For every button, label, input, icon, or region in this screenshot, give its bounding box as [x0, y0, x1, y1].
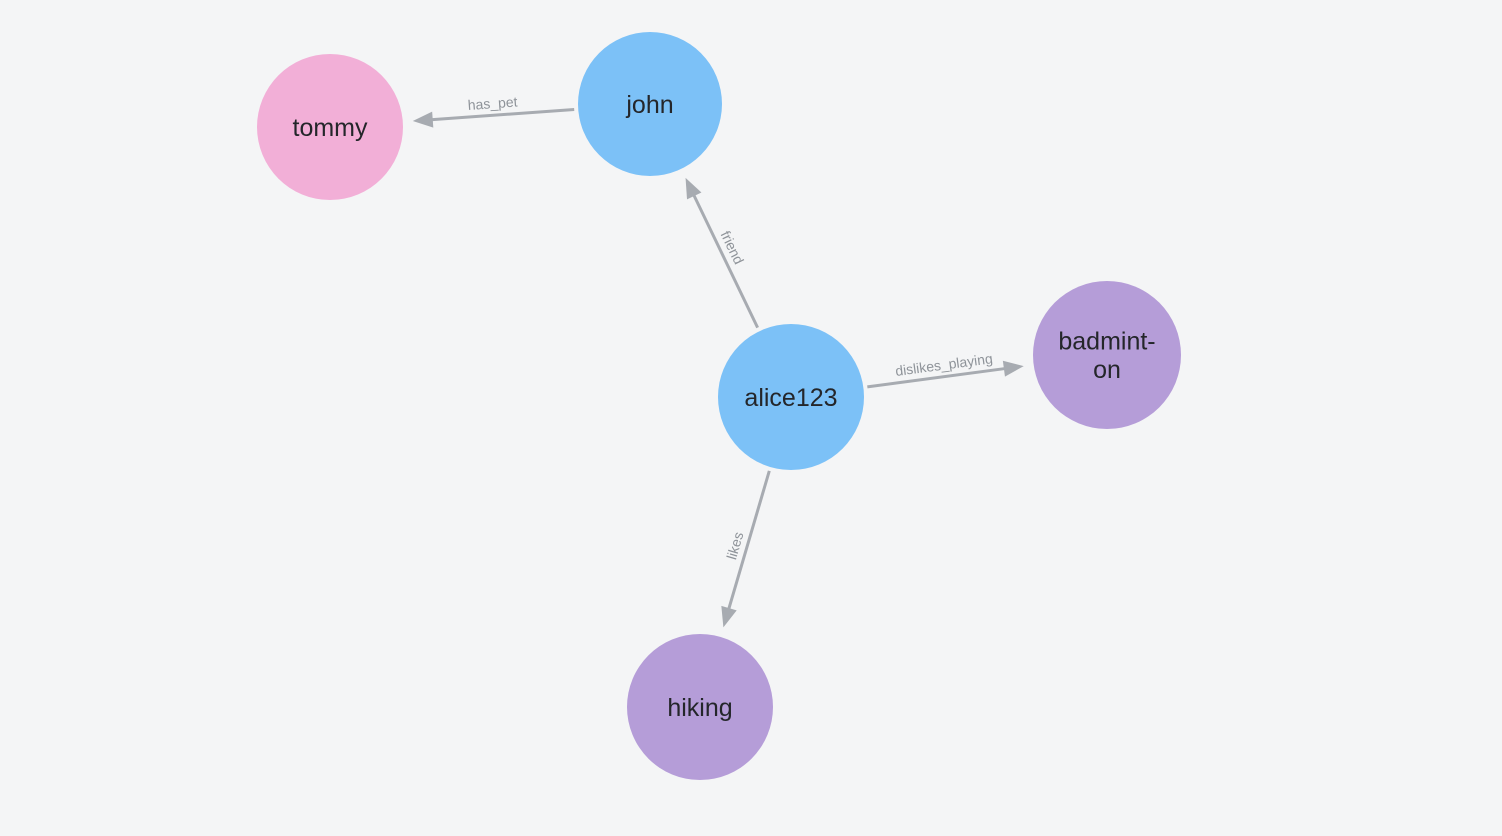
edge-line[interactable] [430, 107, 575, 122]
edge-alice123-badminton: dislikes_playing [867, 350, 1024, 389]
graph-node-john: john [578, 32, 722, 176]
edge-line[interactable] [692, 193, 759, 329]
edge-label[interactable]: likes [723, 530, 746, 561]
edge-line[interactable] [867, 366, 1007, 389]
graph-node-tommy: tommy [257, 54, 403, 200]
edge-arrowhead[interactable] [685, 177, 702, 200]
graph-node-alice123: alice123 [718, 324, 864, 470]
node-circle-tommy[interactable] [257, 54, 403, 200]
edge-arrowhead[interactable] [412, 111, 434, 128]
edge-alice123-john: friend [685, 177, 759, 329]
edge-john-tommy: has_pet [412, 94, 575, 128]
graph-node-hiking: hiking [627, 634, 773, 780]
node-circle-hiking[interactable] [627, 634, 773, 780]
edge-label[interactable]: dislikes_playing [894, 350, 993, 379]
edge-label[interactable]: has_pet [467, 94, 518, 114]
edge-line[interactable] [727, 470, 771, 611]
edge-arrowhead[interactable] [1002, 360, 1024, 377]
edge-label[interactable]: friend [718, 228, 748, 267]
node-circle-alice123[interactable] [718, 324, 864, 470]
graph-node-badminton: badmint-on [1033, 281, 1181, 429]
node-circle-badminton[interactable] [1033, 281, 1181, 429]
edge-alice123-hiking: likes [721, 470, 771, 628]
edge-arrowhead[interactable] [721, 605, 737, 628]
node-circle-john[interactable] [578, 32, 722, 176]
